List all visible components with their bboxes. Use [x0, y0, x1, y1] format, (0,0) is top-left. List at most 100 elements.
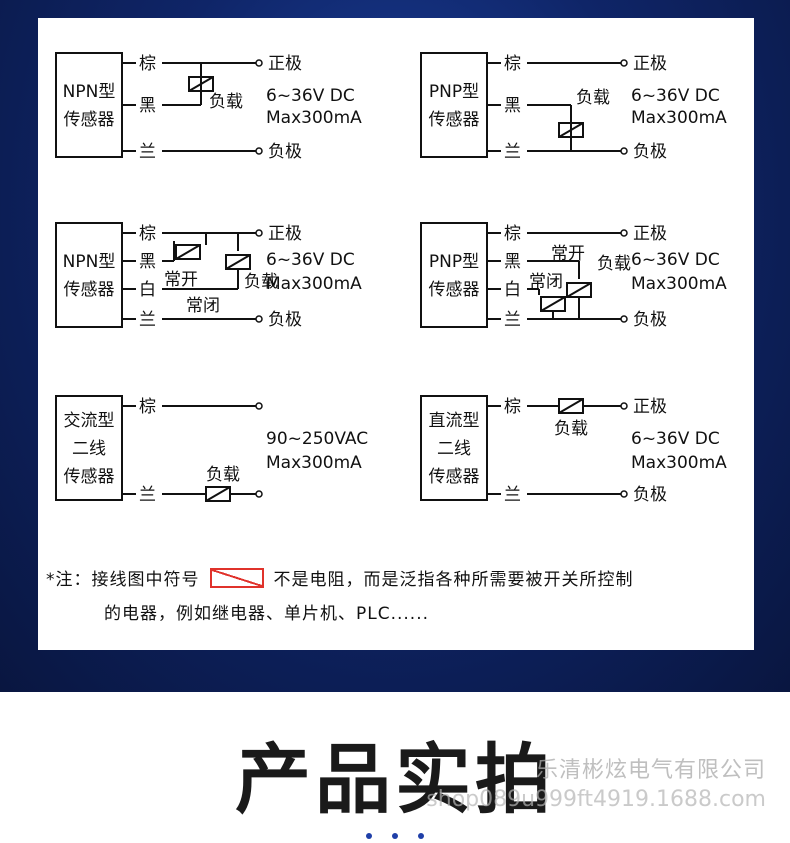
- watermark-company: 乐清彬炫电气有限公司: [535, 758, 766, 783]
- wire-color-label: 兰: [504, 310, 521, 330]
- terminal-dot: [255, 59, 263, 67]
- current-spec: Max300mA: [631, 274, 727, 294]
- load-symbol-slash: [558, 398, 584, 414]
- sensor-label: 传感器: [429, 110, 480, 130]
- note-suffix: 不是电阻，而是泛指各种所需要被开关所控制: [273, 570, 634, 590]
- current-spec: Max300mA: [631, 108, 727, 128]
- load-symbol-slash: [225, 254, 251, 270]
- load-label: 负载: [244, 272, 278, 292]
- voltage-spec: 90~250VAC: [266, 429, 368, 449]
- sensor-label: 直流型: [429, 411, 480, 431]
- negative-label: 负极: [633, 310, 667, 330]
- sensor-label: 传感器: [429, 467, 480, 487]
- terminal-dot: [255, 315, 263, 323]
- current-spec: Max300mA: [266, 108, 362, 128]
- sensor-label: 传感器: [64, 467, 115, 487]
- positive-label: 正极: [268, 54, 302, 74]
- load-symbol: [558, 122, 584, 138]
- voltage-spec: 6~36V DC: [266, 250, 355, 270]
- load-symbol-slash: [175, 244, 201, 260]
- negative-label: 负极: [633, 142, 667, 162]
- wire-color-label: 黑: [139, 96, 156, 116]
- sensor-label: 交流型: [64, 411, 115, 431]
- negative-label: 负极: [268, 142, 302, 162]
- sensor-box: [55, 52, 123, 158]
- terminal-dot: [620, 59, 628, 67]
- terminal-dot: [620, 147, 628, 155]
- note-line-2: 的电器，例如继电器、单片机、PLC......: [104, 604, 430, 624]
- voltage-spec: 6~36V DC: [266, 86, 355, 106]
- wire-color-label: 棕: [504, 224, 521, 244]
- sensor-label: PNP型: [429, 82, 479, 102]
- terminal-dot: [620, 315, 628, 323]
- wire-color-label: 兰: [139, 485, 156, 505]
- load-label: 负载: [206, 465, 240, 485]
- watermark-url: shop089u999ft4919.1688.com: [426, 787, 766, 812]
- load-symbol-slash: [540, 296, 566, 312]
- sensor-box: [55, 395, 123, 501]
- sensor-label: 二线: [437, 439, 471, 459]
- positive-label: 正极: [633, 54, 667, 74]
- dot: [418, 833, 424, 839]
- sensor-label: NPN型: [63, 82, 116, 102]
- voltage-spec: 6~36V DC: [631, 429, 720, 449]
- terminal-dot: [620, 490, 628, 498]
- sensor-label: 传感器: [429, 280, 480, 300]
- current-spec: Max300mA: [631, 453, 727, 473]
- positive-label: 正极: [633, 224, 667, 244]
- terminal-dot: [620, 229, 628, 237]
- wire-color-label: 兰: [139, 310, 156, 330]
- load-label: 负载: [554, 419, 588, 439]
- positive-label: 正极: [268, 224, 302, 244]
- normally-closed-label: 常闭: [186, 296, 220, 316]
- terminal-dot: [255, 229, 263, 237]
- voltage-spec: 6~36V DC: [631, 86, 720, 106]
- load-symbol-slash: [205, 486, 231, 502]
- terminal-dot: [620, 402, 628, 410]
- terminal-dot: [255, 147, 263, 155]
- wire-color-label: 棕: [504, 397, 521, 417]
- terminal-dot: [255, 402, 263, 410]
- sensor-box: [55, 222, 123, 328]
- wire-color-label: 黑: [139, 252, 156, 272]
- current-spec: Max300mA: [266, 453, 362, 473]
- wire-color-label: 白: [139, 280, 156, 300]
- load-symbol-slash: [558, 122, 584, 138]
- normally-open-label: 常开: [164, 270, 198, 290]
- wire-color-label: 黑: [504, 252, 521, 272]
- wire-color-label: 棕: [139, 54, 156, 74]
- wire-color-label: 白: [504, 280, 521, 300]
- voltage-spec: 6~36V DC: [631, 250, 720, 270]
- load-label: 负载: [576, 88, 610, 108]
- normally-open-label: 常开: [551, 244, 585, 264]
- load-symbol: [188, 76, 214, 92]
- wire-color-label: 兰: [139, 142, 156, 162]
- normally-closed-label: 常闭: [529, 272, 563, 292]
- wire-color-label: 兰: [504, 485, 521, 505]
- load-symbol-slash: [566, 282, 592, 298]
- current-spec: Max300mA: [266, 274, 362, 294]
- sensor-label: 二线: [72, 439, 106, 459]
- sensor-box: [420, 222, 488, 328]
- wire-color-label: 棕: [139, 397, 156, 417]
- sensor-box: [420, 52, 488, 158]
- terminal-dot: [255, 490, 263, 498]
- note-prefix: *注：接线图中符号: [46, 570, 200, 590]
- sensor-label: NPN型: [63, 252, 116, 272]
- wire-color-label: 黑: [504, 96, 521, 116]
- dot: [392, 833, 398, 839]
- wire-color-label: 棕: [139, 224, 156, 244]
- carousel-dots: [0, 824, 790, 843]
- photo-section-title: 产品实拍: [235, 735, 555, 824]
- load-label: 负载: [597, 254, 631, 274]
- sensor-label: 传感器: [64, 110, 115, 130]
- wire-color-label: 棕: [504, 54, 521, 74]
- sensor-label: PNP型: [429, 252, 479, 272]
- wire-color-label: 兰: [504, 142, 521, 162]
- negative-label: 负极: [268, 310, 302, 330]
- dot: [366, 833, 372, 839]
- positive-label: 正极: [633, 397, 667, 417]
- sensor-box: [420, 395, 488, 501]
